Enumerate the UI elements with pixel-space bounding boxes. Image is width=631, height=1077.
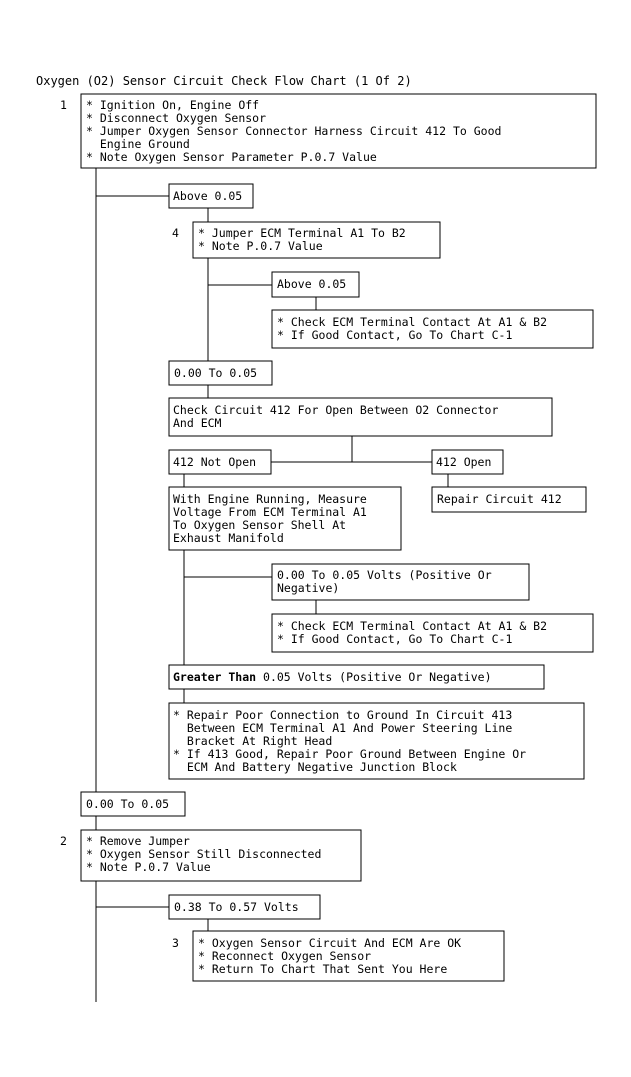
branch-greater-than-box xyxy=(168,664,545,690)
step-2-line: * Remove Jumper xyxy=(86,834,190,848)
repair-circuit-412-box xyxy=(431,486,587,513)
step-2-line: * Oxygen Sensor Still Disconnected xyxy=(86,847,321,861)
step-1-box xyxy=(80,93,597,169)
branch-greater-than-bold: Greater Than xyxy=(173,670,256,684)
branch-low-volts-box xyxy=(271,563,530,601)
measure-voltage-box xyxy=(168,486,402,551)
check-contact-box xyxy=(271,309,594,349)
step-3-line: * Return To Chart That Sent You Here xyxy=(198,962,447,976)
branch-0.38-to-0.57-volts-box xyxy=(168,894,321,920)
repair-poor-ground-line: ECM And Battery Negative Junction Block xyxy=(173,760,457,774)
step-3-line: * Oxygen Sensor Circuit And ECM Are OK xyxy=(198,936,461,950)
repair-poor-ground-box xyxy=(168,702,585,780)
step-2-line: * Note P.0.7 Value xyxy=(86,860,211,874)
branch-0.00-to-0.05: 0.00 To 0.05 xyxy=(174,366,257,380)
check-contact-line: * If Good Contact, Go To Chart C-1 xyxy=(277,328,512,342)
check-circuit-412-line: Check Circuit 412 For Open Between O2 Co… xyxy=(173,403,498,417)
step-1-line: * Disconnect Oxygen Sensor xyxy=(86,111,266,125)
chart-title: Oxygen (O2) Sensor Circuit Check Flow Ch… xyxy=(36,74,412,88)
branch-412-not-open-box xyxy=(168,449,272,475)
branch-0.00-to-0.05-box xyxy=(80,791,186,817)
branch-0.00-to-0.05-box xyxy=(168,360,273,386)
step-number-1: 1 xyxy=(60,98,67,112)
repair-circuit-412: Repair Circuit 412 xyxy=(437,492,562,506)
measure-voltage-line: With Engine Running, Measure xyxy=(173,492,367,506)
step-4-line: * Note P.0.7 Value xyxy=(198,239,323,253)
branch-above-0.05-box xyxy=(271,271,360,298)
step-4-line: * Jumper ECM Terminal A1 To B2 xyxy=(198,226,406,240)
step-3-box xyxy=(192,930,505,982)
branch-greater-than: Greater Than 0.05 Volts (Positive Or Neg… xyxy=(173,670,492,684)
step-1-line: * Jumper Oxygen Sensor Connector Harness… xyxy=(86,124,501,138)
check-contact-line: * Check ECM Terminal Contact At A1 & B2 xyxy=(277,315,547,329)
branch-above-0.05-box xyxy=(168,183,254,209)
measure-voltage-line: Exhaust Manifold xyxy=(173,531,284,545)
step-number-2: 2 xyxy=(60,834,67,848)
measure-voltage-line: To Oxygen Sensor Shell At xyxy=(173,518,346,532)
step-1-line: Engine Ground xyxy=(86,137,190,151)
branch-0.38-to-0.57-volts: 0.38 To 0.57 Volts xyxy=(174,900,299,914)
step-1-line: * Ignition On, Engine Off xyxy=(86,98,259,112)
branch-above-0.05: Above 0.05 xyxy=(173,189,242,203)
branch-above-0.05: Above 0.05 xyxy=(277,277,346,291)
step-1-line: * Note Oxygen Sensor Parameter P.0.7 Val… xyxy=(86,150,377,164)
step-number-3: 3 xyxy=(172,936,179,950)
check-circuit-412-box xyxy=(168,397,553,437)
branch-low-volts-line: 0.00 To 0.05 Volts (Positive Or xyxy=(277,568,492,582)
branch-0.00-to-0.05: 0.00 To 0.05 xyxy=(86,797,169,811)
branch-412-not-open: 412 Not Open xyxy=(173,455,256,469)
step-4-box xyxy=(192,221,441,259)
repair-poor-ground-line: Between ECM Terminal A1 And Power Steeri… xyxy=(173,721,512,735)
check-circuit-412-line: And ECM xyxy=(173,416,222,430)
branch-greater-than-rest: 0.05 Volts (Positive Or Negative) xyxy=(256,670,491,684)
repair-poor-ground-line: * If 413 Good, Repair Poor Ground Betwee… xyxy=(173,747,526,761)
check-contact-line: * Check ECM Terminal Contact At A1 & B2 xyxy=(277,619,547,633)
repair-poor-ground-line: * Repair Poor Connection to Ground In Ci… xyxy=(173,708,512,722)
step-2-box xyxy=(80,829,362,882)
check-contact-line: * If Good Contact, Go To Chart C-1 xyxy=(277,632,512,646)
step-3-line: * Reconnect Oxygen Sensor xyxy=(198,949,371,963)
branch-412-open: 412 Open xyxy=(436,455,491,469)
measure-voltage-line: Voltage From ECM Terminal A1 xyxy=(173,505,367,519)
branch-412-open-box xyxy=(431,449,504,475)
check-contact-box xyxy=(271,613,594,653)
repair-poor-ground-line: Bracket At Right Head xyxy=(173,734,332,748)
branch-low-volts-line: Negative) xyxy=(277,581,339,595)
step-number-4: 4 xyxy=(172,226,179,240)
